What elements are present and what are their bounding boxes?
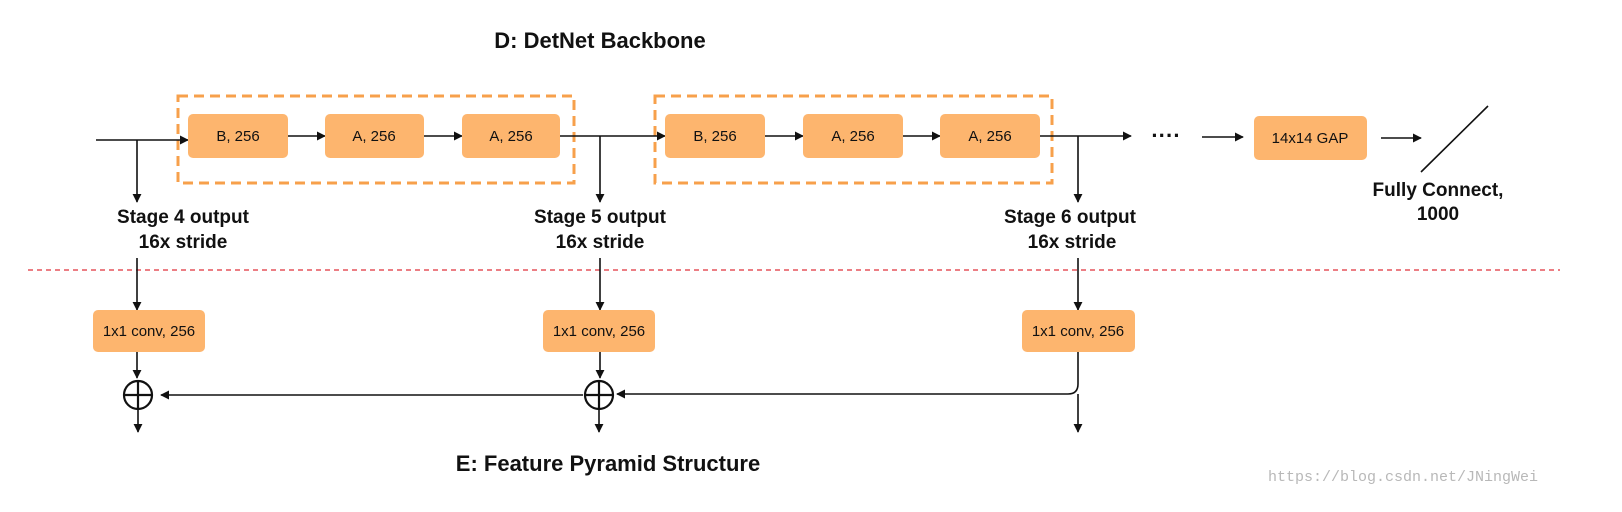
stage-block-label: A, 256: [489, 128, 532, 145]
fc-slash: [1420, 105, 1489, 173]
stage-block: [940, 114, 1040, 158]
gap-block: [1254, 116, 1367, 160]
stage-block: [803, 114, 903, 158]
stage-block-label: A, 256: [831, 128, 874, 145]
stage-output-label: Stage 6 output: [1004, 207, 1137, 228]
stage-group-box: [653, 94, 1054, 185]
conv-block: [1022, 310, 1135, 352]
stage-block: [325, 114, 424, 158]
stage-block: [462, 114, 560, 158]
conv-block-label: 1x1 conv, 256: [103, 323, 195, 340]
conv-block-label: 1x1 conv, 256: [1032, 323, 1124, 340]
gap-block-label: 14x14 GAP: [1272, 130, 1349, 147]
fc-label-line1: Fully Connect,: [1373, 180, 1504, 201]
add-node-icon: [583, 379, 615, 411]
conv-block-label: 1x1 conv, 256: [553, 323, 645, 340]
conv-block: [93, 310, 205, 352]
stage-stride-label: 16x stride: [556, 232, 645, 253]
stage-block: [665, 114, 765, 158]
stage-block-label: B, 256: [216, 128, 259, 145]
ellipsis: ····: [1151, 123, 1180, 148]
stage-block-label: A, 256: [968, 128, 1011, 145]
stage-stride-label: 16x stride: [1028, 232, 1117, 253]
arrow: [616, 352, 1079, 399]
backbone-title: D: DetNet Backbone: [494, 28, 705, 53]
fc-label-line2: 1000: [1417, 204, 1459, 225]
stage-stride-label: 16x stride: [139, 232, 228, 253]
conv-block: [543, 310, 655, 352]
stage-block: [188, 114, 288, 158]
stage-output-label: Stage 5 output: [534, 207, 667, 228]
stage-block-label: B, 256: [693, 128, 736, 145]
stage-group-box: [176, 94, 576, 185]
watermark: https://blog.csdn.net/JNingWei: [1268, 469, 1538, 486]
stage-block-label: A, 256: [352, 128, 395, 145]
add-node-icon: [122, 379, 154, 411]
stage-output-label: Stage 4 output: [117, 207, 250, 228]
pyramid-title: E: Feature Pyramid Structure: [456, 451, 760, 476]
